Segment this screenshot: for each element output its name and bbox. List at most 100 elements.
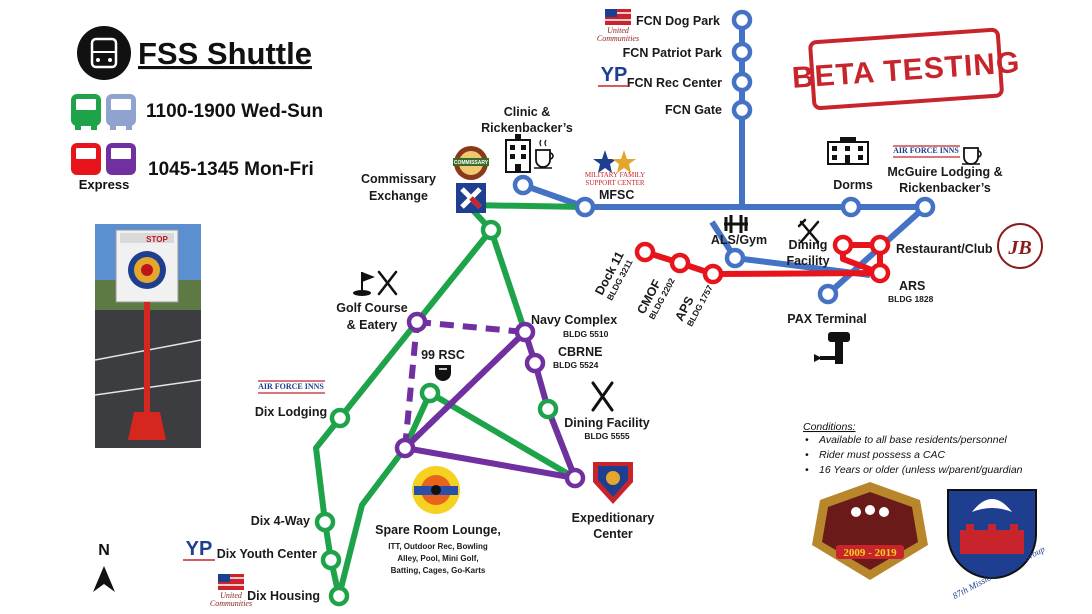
svg-text:ARS: ARS	[899, 279, 925, 293]
yp-logo: YP	[183, 538, 215, 561]
spare-room-lounge-logo	[412, 466, 460, 514]
stop-als-gym[interactable]	[724, 247, 746, 269]
svg-text:ITT, Outdoor Rec, Bowling: ITT, Outdoor Rec, Bowling	[388, 542, 488, 551]
svg-text:Golf Course: Golf Course	[336, 301, 408, 315]
svg-text:Dix 4-Way: Dix 4-Way	[251, 514, 310, 528]
dorms-building-icon	[827, 137, 869, 165]
svg-text:PAX Terminal: PAX Terminal	[787, 312, 866, 326]
svg-text:MILITARY FAMILY: MILITARY FAMILY	[585, 171, 645, 179]
svg-text:•: •	[805, 434, 809, 446]
stop-dix-dining-facility[interactable]	[537, 398, 559, 420]
stop-cmof[interactable]	[669, 252, 691, 274]
svg-text:BLDG 5524: BLDG 5524	[553, 360, 599, 370]
svg-text:Conditions:: Conditions:	[803, 421, 856, 433]
stop-dix-4way[interactable]	[314, 511, 336, 533]
svg-text:AIR FORCE INNS: AIR FORCE INNS	[258, 382, 324, 391]
expeditionary-center-emblem	[593, 462, 633, 504]
svg-text:McGuire Lodging &: McGuire Lodging &	[887, 165, 1002, 179]
control-tower-icon	[814, 332, 850, 364]
beta-testing-stamp: BETA TESTING	[791, 27, 1021, 111]
stop-fcn-dog-park[interactable]	[731, 9, 753, 31]
dumbbell-icon	[724, 215, 748, 233]
stop-aps[interactable]	[702, 263, 724, 285]
regular-schedule: 1100-1900 Wed-Sun	[146, 101, 323, 122]
svg-text:BETA TESTING: BETA TESTING	[791, 46, 1021, 95]
stop-dock-11[interactable]	[634, 241, 656, 263]
express-label: Express	[79, 177, 130, 192]
stop-fcn-rec-center[interactable]	[731, 71, 753, 93]
stop-dix-youth-center[interactable]	[320, 549, 342, 571]
stop-fcn-gate[interactable]	[731, 99, 753, 121]
stop-mcguire-lodging[interactable]	[914, 196, 936, 218]
svg-text:Rickenbacker’s: Rickenbacker’s	[899, 181, 991, 195]
fork-knife-icon	[797, 218, 820, 244]
svg-text:FCN Gate: FCN Gate	[665, 103, 722, 117]
stop-99-rsc[interactable]	[419, 382, 441, 404]
svg-text:Dix Lodging: Dix Lodging	[255, 405, 327, 419]
air-force-inns-logo: AIR FORCE INNS	[893, 145, 960, 158]
stop-commissary[interactable]	[480, 219, 502, 241]
svg-text:Alley, Pool, Mini Golf,: Alley, Pool, Mini Golf,	[397, 554, 478, 563]
express-schedule: 1045-1345 Mon-Fri	[148, 159, 314, 180]
mfsc-logo: MILITARY FAMILY SUPPORT CENTER	[585, 150, 645, 187]
stop-labels: FCN Dog Park FCN Patriot Park FCN Rec Ce…	[217, 14, 1003, 603]
purple-route	[402, 319, 578, 481]
stop-cbrne[interactable]	[524, 352, 546, 374]
svg-text:Spare Room Lounge,: Spare Room Lounge,	[375, 523, 501, 537]
svg-text:Dix Youth Center: Dix Youth Center	[217, 547, 317, 561]
stop-restaurant-club[interactable]	[869, 234, 891, 256]
svg-text:Communities: Communities	[597, 34, 639, 43]
clinic-icon	[505, 134, 531, 173]
svg-text:Dining: Dining	[789, 238, 828, 252]
stop-spare-room-lounge[interactable]	[394, 437, 416, 459]
svg-text:FCN Patriot Park: FCN Patriot Park	[623, 46, 722, 60]
stop-mfsc[interactable]	[574, 196, 596, 218]
exchange-logo	[456, 183, 486, 213]
svg-text:Rickenbacker’s: Rickenbacker’s	[481, 121, 573, 135]
north-arrow: N	[93, 542, 115, 592]
svg-text:Dix Housing: Dix Housing	[247, 589, 320, 603]
svg-text:STOP: STOP	[146, 235, 168, 244]
svg-text:United: United	[220, 591, 243, 600]
conditions-box: Conditions: • Available to all base resi…	[803, 421, 1023, 476]
anniversary-emblem: 2009 - 2019	[812, 482, 928, 580]
svg-text:•: •	[805, 449, 809, 461]
svg-text:CBRNE: CBRNE	[558, 345, 602, 359]
stop-fcn-patriot-park[interactable]	[731, 41, 753, 63]
svg-text:& Eatery: & Eatery	[347, 318, 398, 332]
svg-text:Communities: Communities	[210, 599, 252, 608]
svg-text:N: N	[98, 542, 110, 559]
svg-text:BLDG 5510: BLDG 5510	[563, 329, 609, 339]
svg-text:Available to all base resident: Available to all base residents/personne…	[818, 434, 1007, 446]
svg-text:AIR FORCE INNS: AIR FORCE INNS	[893, 146, 959, 155]
stop-pax-terminal[interactable]	[817, 283, 839, 305]
stop-navy-complex[interactable]	[514, 321, 536, 343]
fork-knife-icon	[591, 381, 614, 412]
svg-text:2009 - 2019: 2009 - 2019	[843, 547, 897, 559]
stop-dix-lodging[interactable]	[329, 407, 351, 429]
svg-text:Batting, Cages, Go-Karts: Batting, Cages, Go-Karts	[391, 566, 486, 575]
stop-clinic[interactable]	[512, 174, 534, 196]
svg-text:Navy Complex: Navy Complex	[531, 313, 617, 327]
yp-logo: YP	[598, 64, 630, 87]
rsc-shield-icon	[435, 365, 451, 381]
svg-text:Clinic &: Clinic &	[504, 105, 551, 119]
svg-text:ALS/Gym: ALS/Gym	[711, 233, 767, 247]
svg-text:FCN Dog Park: FCN Dog Park	[636, 14, 720, 28]
air-force-inns-logo: AIR FORCE INNS	[258, 380, 325, 394]
stop-golf-course[interactable]	[406, 311, 428, 333]
svg-text:COMMISSARY: COMMISSARY	[454, 160, 489, 166]
svg-text:Restaurant/Club: Restaurant/Club	[896, 242, 993, 256]
stop-dix-housing[interactable]	[328, 585, 350, 607]
svg-text:Expeditionary: Expeditionary	[572, 511, 655, 525]
stop-nodes	[314, 9, 936, 607]
stop-expeditionary-center[interactable]	[564, 467, 586, 489]
stop-ars[interactable]	[869, 262, 891, 284]
united-communities-logo: United Communities	[597, 9, 639, 43]
stop-dorms[interactable]	[840, 196, 862, 218]
svg-text:Facility: Facility	[786, 254, 829, 268]
stop-dining-facility-mcg[interactable]	[832, 234, 854, 256]
svg-text:MFSC: MFSC	[599, 188, 634, 202]
